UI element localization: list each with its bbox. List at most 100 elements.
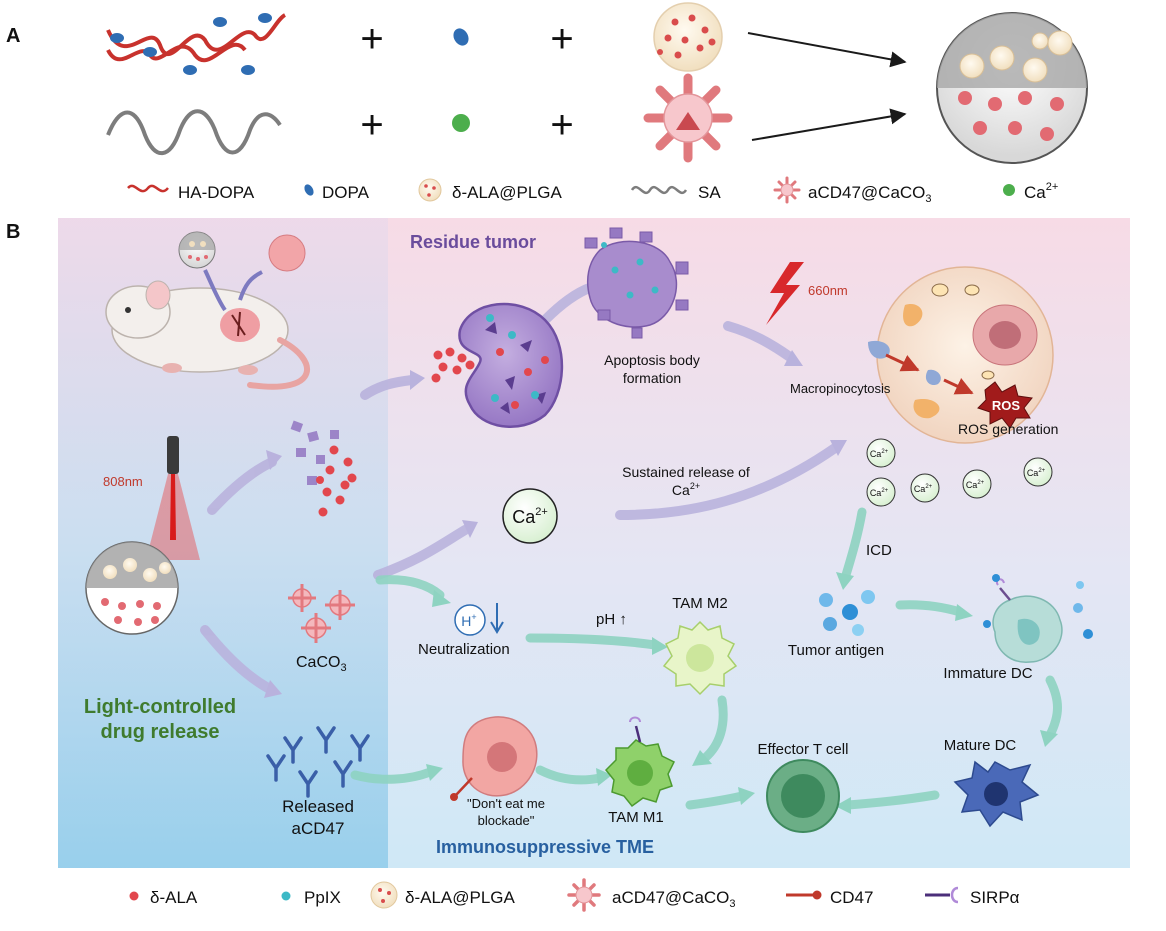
sa-legend-icon (630, 185, 688, 195)
antibodies (266, 726, 370, 798)
legend-label: CD47 (830, 888, 873, 907)
legend-label: δ-ALA (150, 888, 198, 907)
apoptosis-label: formation (623, 370, 681, 386)
light-controlled-label: drug release (101, 721, 220, 743)
acd47-legend-icon (773, 176, 801, 204)
sa-chain (106, 109, 282, 156)
cd47-legend-icon (812, 890, 822, 900)
tumor-cell (458, 302, 564, 428)
dont-eat-label: blockade" (478, 813, 535, 828)
legend-label: aCD47@CaCO3 (612, 888, 736, 910)
mature-dc (953, 760, 1040, 828)
ala-plga-particle (653, 2, 723, 72)
panel-b-label: B (6, 221, 20, 243)
apoptosis-label: Apoptosis body (604, 352, 700, 368)
ca-ion-label: Ca2+ (914, 484, 933, 494)
incoming-ala (431, 347, 475, 383)
laser-icon (146, 436, 200, 560)
proton-label: H+ (461, 612, 476, 629)
teal-arrowheads (426, 572, 1058, 814)
tam-m1-label: TAM M1 (608, 809, 664, 826)
plus-sign: + (550, 17, 573, 61)
teal-arrows (350, 507, 1062, 810)
ppix-legend-icon (281, 891, 291, 901)
immunosuppressive-tme-title: Immunosuppressive TME (436, 837, 654, 857)
sirpa-legend-icon (950, 886, 959, 904)
hydrogel-dish (936, 12, 1088, 164)
hydrogel-icon (178, 231, 216, 269)
ros-label: ROS (992, 398, 1021, 413)
ros-burst (977, 381, 1033, 429)
arrow (203, 269, 227, 312)
ca-ion-label: Ca2+ (870, 449, 889, 459)
light-controlled-label: Light-controlled (84, 696, 236, 718)
tumor-icon (268, 234, 306, 272)
ca-bubble-label: Ca2+ (512, 506, 548, 527)
ha-dopa-legend-icon (127, 184, 169, 193)
panel-b: B (6, 218, 1130, 868)
ca-legend-icon (1003, 184, 1015, 196)
dopa-molecule (453, 28, 469, 46)
ph-label: pH ↑ (596, 611, 627, 628)
plga-legend-icon (418, 178, 442, 202)
plus-sign: + (550, 103, 573, 147)
legend-label: Ca2+ (1024, 181, 1058, 202)
sustained-release-label: Ca2+ (672, 481, 700, 498)
legend-label: DOPA (322, 183, 370, 202)
dont-eat-label: "Don't eat me (467, 796, 545, 811)
released-particles (290, 420, 357, 517)
immature-dc (983, 574, 1093, 663)
legend-label: δ-ALA@PLGA (452, 183, 563, 202)
ca-bubble (502, 488, 558, 544)
bottom-legend: δ-ALA PpIX δ-ALA@PLGA aCD47@CaCO3 CD47 S… (129, 878, 1020, 912)
panel-a-label: A (6, 25, 20, 47)
laser-808-label: 808nm (103, 474, 143, 489)
macropinocytosis-label: Macropinocytosis (790, 381, 891, 396)
laser-660-label: 660nm (808, 283, 848, 298)
neutralization-label: Neutralization (418, 641, 510, 658)
ha-dopa-chain (106, 13, 287, 75)
tumor-antigens (819, 590, 875, 636)
down-arrow-icon (490, 603, 504, 634)
plga-legend-icon (370, 881, 398, 909)
arrow (747, 32, 907, 68)
panel-a: A + + + + (6, 2, 1088, 205)
ca-ion-label: Ca2+ (870, 488, 889, 498)
arrow (751, 108, 907, 141)
proton-bubble (454, 604, 486, 636)
released-acd47-label: Released (282, 797, 354, 816)
icd-label: ICD (866, 542, 892, 559)
ala-legend-icon (129, 891, 139, 901)
ca-ion-label: Ca2+ (966, 480, 985, 490)
sustained-release-label: Sustained release of (622, 464, 750, 480)
mouse-illustration (105, 280, 310, 390)
legend-a: HA-DOPA DOPA δ-ALA@PLGA SA aCD47@CaCO3 C… (127, 176, 1058, 205)
tam-m2-cell (662, 620, 738, 696)
plus-sign: + (360, 103, 383, 147)
mature-dc-label: Mature DC (944, 737, 1017, 754)
ca-ion-label: Ca2+ (1027, 468, 1046, 478)
hydrogel-dish-b (85, 541, 179, 635)
small-ca-ions (866, 438, 1053, 507)
lightning-icon (766, 262, 804, 325)
acd47-caco3-particle (643, 73, 733, 163)
released-acd47-label: aCD47 (292, 819, 345, 838)
legend-label: HA-DOPA (178, 183, 255, 202)
calcium-ion (452, 114, 470, 132)
blockade-cell (450, 716, 538, 801)
plus-sign: + (360, 17, 383, 61)
immature-dc-label: Immature DC (943, 665, 1032, 682)
caco3-particles (288, 584, 355, 643)
ros-generation-label: ROS generation (958, 421, 1058, 437)
effector-t-cell (766, 759, 840, 833)
legend-label: aCD47@CaCO3 (808, 183, 932, 205)
arrow (238, 270, 263, 301)
legend-label: PpIX (304, 888, 341, 907)
legend-label: δ-ALA@PLGA (405, 888, 516, 907)
legend-label: SIRPα (970, 888, 1020, 907)
target-cell (868, 266, 1054, 444)
tumor-antigen-label: Tumor antigen (788, 642, 884, 659)
acd47-legend-icon (567, 878, 601, 912)
tam-m2-label: TAM M2 (672, 595, 728, 612)
